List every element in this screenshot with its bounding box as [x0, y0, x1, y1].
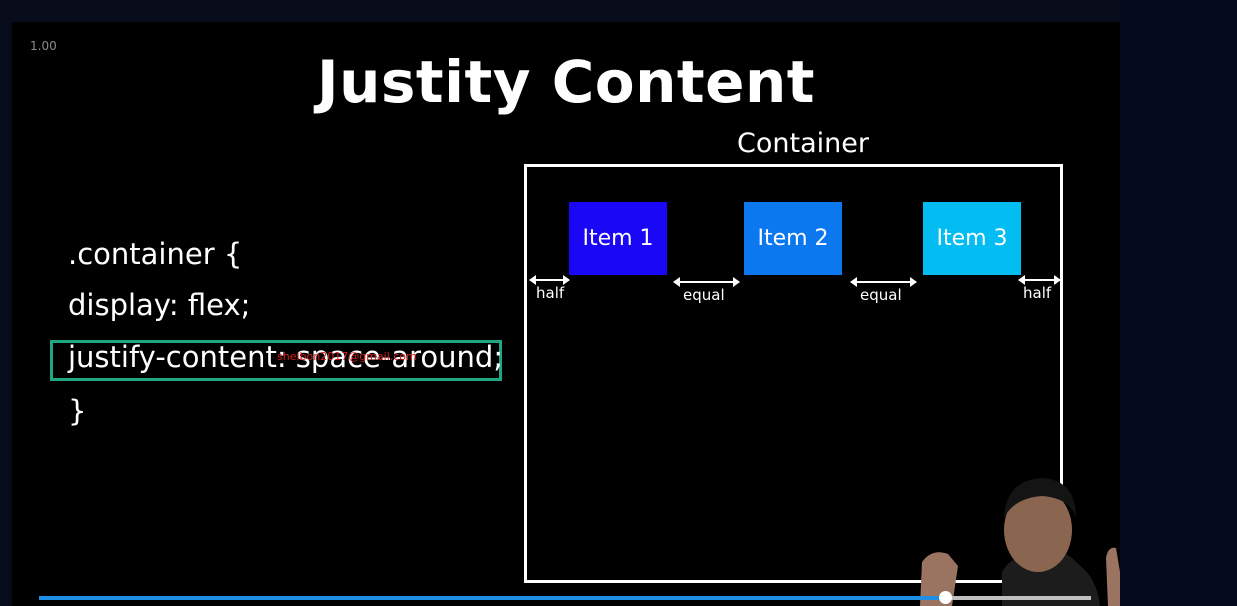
gap-label-equal-2: equal [860, 286, 902, 304]
gap-label-half-left: half [536, 284, 565, 302]
progress-handle[interactable] [939, 591, 953, 604]
slide-title: Justity Content [316, 48, 815, 116]
code-highlight-box [50, 340, 502, 381]
code-line-2: display: flex; [68, 288, 251, 322]
flex-item-2: Item 2 [744, 202, 842, 275]
code-line-4: } [68, 394, 87, 428]
code-line-3: justify-content: space-around; [68, 340, 504, 374]
flex-item-1-label: Item 1 [582, 226, 654, 251]
double-arrow-icon [850, 277, 917, 287]
container-box [524, 164, 1063, 583]
flex-item-3: Item 3 [923, 202, 1021, 275]
progress-fill [39, 596, 946, 600]
container-label: Container [737, 128, 869, 159]
double-arrow-icon [529, 275, 570, 285]
flex-item-2-label: Item 2 [757, 226, 829, 251]
progress-bar[interactable] [39, 591, 1091, 604]
gap-label-equal-1: equal [683, 286, 725, 304]
double-arrow-icon [1018, 275, 1061, 285]
flex-item-3-label: Item 3 [936, 226, 1008, 251]
gap-label-half-right: half [1023, 284, 1052, 302]
playback-speed[interactable]: 1.00 [30, 39, 57, 53]
side-panel [1120, 0, 1237, 606]
video-frame[interactable]: 1.00 Justity Content .container { displa… [12, 22, 1120, 606]
presenter-webcam-image [920, 478, 1120, 606]
double-arrow-icon [673, 277, 740, 287]
code-line-1: .container { [68, 237, 243, 271]
watermark: shelbon2017@gmail.com [277, 350, 417, 363]
flex-item-1: Item 1 [569, 202, 667, 275]
